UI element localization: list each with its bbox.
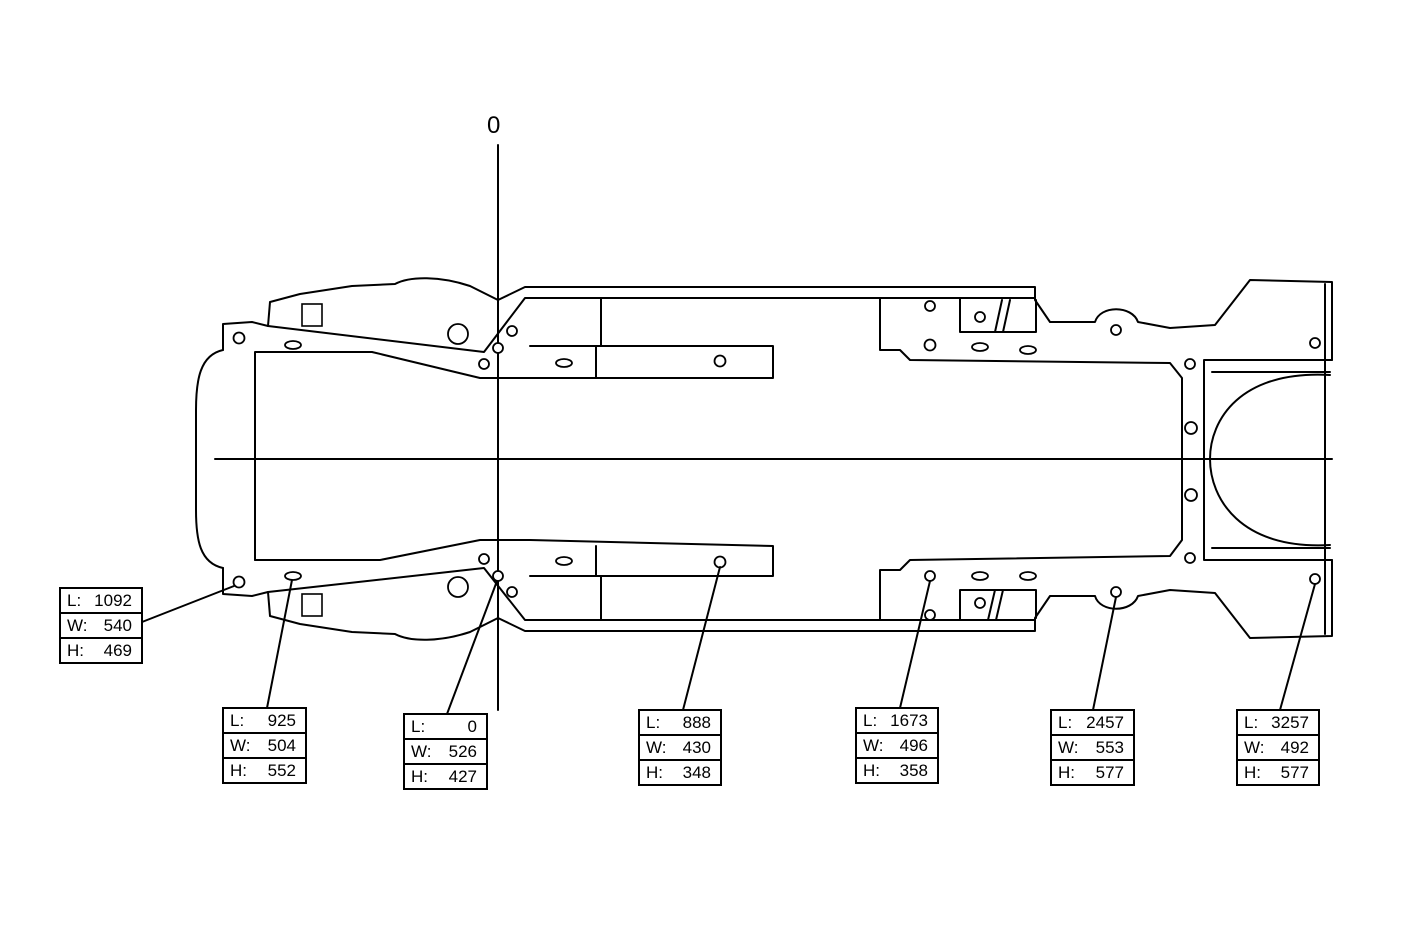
- height-value: 358: [899, 761, 928, 780]
- frame-hole-8: [713, 354, 727, 368]
- bracket-slash-3: [987, 589, 996, 621]
- frame-outline-upper: [222, 277, 1333, 361]
- length-value: 3257: [1271, 713, 1309, 732]
- frame-hole-22: [447, 576, 469, 598]
- leader-p7: [1279, 583, 1316, 711]
- height-value: 427: [448, 767, 477, 786]
- width-value: 526: [448, 742, 477, 761]
- width-value: 492: [1280, 738, 1309, 757]
- leader-p2: [266, 579, 293, 709]
- dimension-box-p3: L:0 W:526 H:427: [403, 713, 488, 790]
- length-value: 1673: [890, 711, 928, 730]
- frame-hole-19: [1309, 337, 1321, 349]
- length-value: 888: [682, 713, 711, 732]
- width-value: 496: [899, 736, 928, 755]
- frame-hole-29: [924, 609, 936, 621]
- height-value: 577: [1095, 763, 1124, 782]
- rear-bracket-lower: [959, 589, 1037, 621]
- frame-hole-34: [1309, 573, 1321, 585]
- width-value: 430: [682, 738, 711, 757]
- leader-p5: [899, 580, 931, 709]
- dimension-box-p6: L:2457 W:553 H:577: [1050, 709, 1135, 786]
- frame-hole-2: [284, 340, 302, 350]
- frame-hole-17: [1184, 488, 1198, 502]
- inner-rail-upper: [254, 345, 774, 561]
- zero-reference-label: 0: [487, 112, 501, 139]
- height-value: 348: [682, 763, 711, 782]
- frame-hole-4: [506, 325, 518, 337]
- frame-hole-13: [1019, 345, 1037, 355]
- frame-hole-32: [1019, 571, 1037, 581]
- length-value: 0: [467, 717, 477, 736]
- frame-hole-21: [284, 571, 302, 581]
- width-value: 553: [1095, 738, 1124, 757]
- frame-hole-5: [492, 342, 504, 354]
- frame-hole-25: [478, 553, 490, 565]
- rear-rail-upper: [879, 297, 1183, 621]
- frame-hole-7: [555, 358, 573, 368]
- frame-hole-9: [924, 300, 936, 312]
- dimension-box-p2: L:925 W:504 H:552: [222, 707, 307, 784]
- height-value: 552: [267, 761, 296, 780]
- frame-hole-33: [1110, 586, 1122, 598]
- leader-p3: [446, 580, 498, 715]
- square-slot-upper: [301, 303, 323, 327]
- dimension-box-p1: L:1092 W:540 H:469: [59, 587, 143, 664]
- rear-arc: [1209, 373, 1331, 547]
- rear-panel: [1203, 359, 1333, 561]
- length-value: 925: [267, 711, 296, 730]
- leader-p1: [141, 585, 235, 623]
- rear-bracket-upper: [959, 297, 1037, 333]
- frame-hole-20: [232, 575, 246, 589]
- frame-hole-24: [492, 570, 504, 582]
- height-value: 577: [1280, 763, 1309, 782]
- frame-hole-27: [713, 555, 727, 569]
- height-value: 469: [103, 641, 132, 660]
- frame-hole-14: [1110, 324, 1122, 336]
- frame-hole-18: [1184, 552, 1196, 564]
- inner-rail-lower: [254, 539, 774, 577]
- frame-hole-1: [232, 331, 246, 345]
- dimension-box-p7: L:3257 W:492 H:577: [1236, 709, 1320, 786]
- frame-hole-6: [478, 358, 490, 370]
- frame-hole-16: [1184, 421, 1198, 435]
- bracket-slash-1: [994, 299, 1003, 333]
- frame-nose: [195, 349, 224, 569]
- leader-p6: [1092, 596, 1117, 711]
- brace-upper: [267, 297, 1036, 353]
- length-value: 2457: [1086, 713, 1124, 732]
- bracket-slash-2: [1002, 299, 1011, 333]
- bracket-slash-4: [995, 589, 1004, 621]
- frame-outline-lower: [222, 559, 1333, 641]
- frame-hole-30: [974, 597, 986, 609]
- frame-hole-28: [924, 570, 936, 582]
- frame-hole-26: [555, 556, 573, 566]
- width-value: 504: [267, 736, 296, 755]
- length-value: 1092: [94, 591, 132, 610]
- square-slot-lower: [301, 593, 323, 617]
- frame-hole-31: [971, 571, 989, 581]
- dimension-box-p4: L:888 W:430 H:348: [638, 709, 722, 786]
- frame-hole-3: [447, 323, 469, 345]
- dimension-box-p5: L:1673 W:496 H:358: [855, 707, 939, 784]
- frame-hole-23: [506, 586, 518, 598]
- leader-p4: [682, 566, 721, 711]
- width-value: 540: [103, 616, 132, 635]
- brace-lower: [267, 567, 1036, 621]
- frame-hole-12: [971, 342, 989, 352]
- frame-hole-11: [974, 311, 986, 323]
- frame-hole-15: [1184, 358, 1196, 370]
- frame-hole-10: [923, 338, 937, 352]
